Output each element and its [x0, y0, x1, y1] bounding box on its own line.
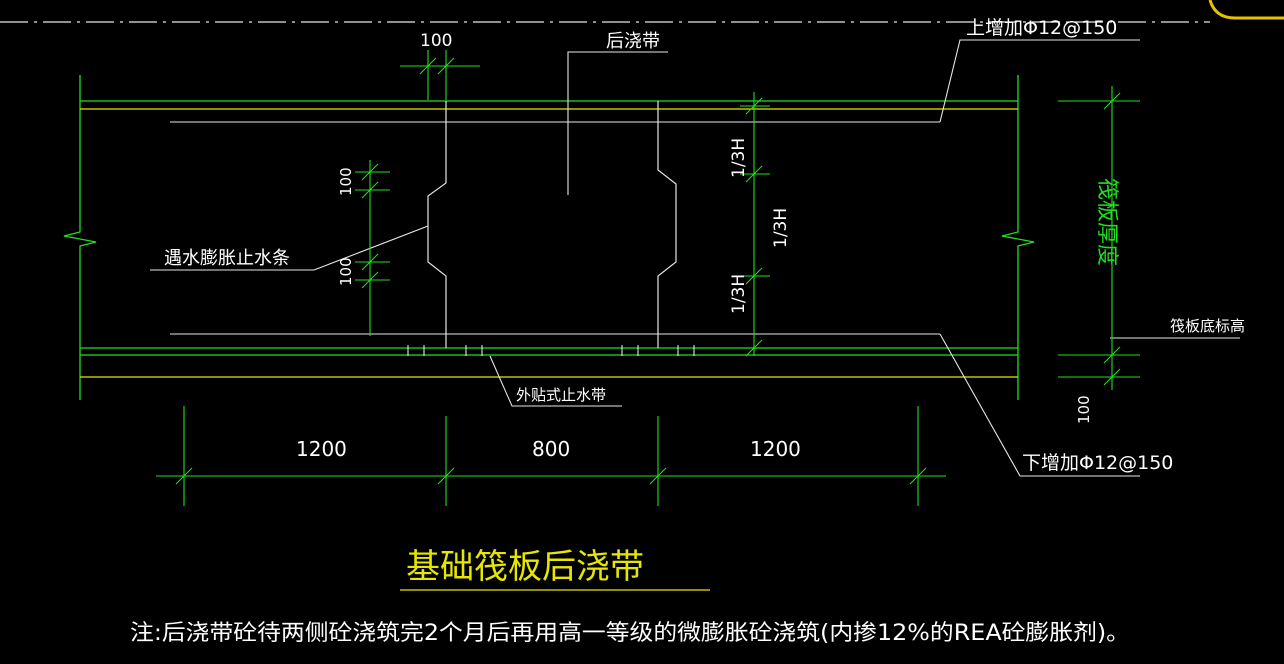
band-joint-right [657, 101, 677, 348]
third-h-top-label: 1/3H [729, 138, 749, 178]
leader-lines [150, 39, 1240, 477]
dim-chain-bottom [156, 406, 946, 506]
third-h-bot-label: 1/3H [729, 274, 749, 314]
waterstop-ticks [407, 345, 695, 356]
note-text: 注:后浇带砼待两侧砼浇筑完2个月后再用高一等级的微膨胀砼浇筑(内掺12%的REA… [130, 621, 1130, 646]
dim-800-label: 800 [532, 437, 570, 461]
dim-100-left-bot-label: 100 [337, 257, 355, 286]
top-rebar-label: 上增加Φ12@150 [966, 17, 1117, 39]
dim-1200-right-label: 1200 [750, 437, 801, 461]
dim-third-h [740, 92, 770, 357]
bottom-rebar-label: 下增加Φ12@150 [1022, 452, 1173, 474]
post-pour-band-label: 后浇带 [606, 31, 660, 52]
raft-thickness-label: 筏板厚度 [1094, 178, 1119, 266]
dim-100-top-label: 100 [420, 31, 452, 51]
dim-1200-left-label: 1200 [296, 437, 347, 461]
drawing-title: 基础筏板后浇带 [406, 547, 644, 587]
band-joint-left [427, 101, 447, 348]
dim-100-left [355, 160, 390, 336]
water-swelling-strip-label: 遇水膨胀止水条 [164, 248, 290, 269]
dim-100-top [400, 50, 480, 100]
corner-bubble [1208, 0, 1284, 20]
third-h-mid-label: 1/3H [771, 208, 791, 248]
rebar-lines [170, 121, 940, 335]
dim-100-left-top-label: 100 [337, 167, 355, 196]
external-waterstop-label: 外贴式止水带 [516, 386, 606, 404]
raft-bottom-elev-label: 筏板底标高 [1170, 317, 1245, 335]
raft-outline [63, 75, 1035, 400]
dim-100-right-label: 100 [1075, 395, 1093, 424]
dim-raft-thickness [1058, 86, 1140, 390]
